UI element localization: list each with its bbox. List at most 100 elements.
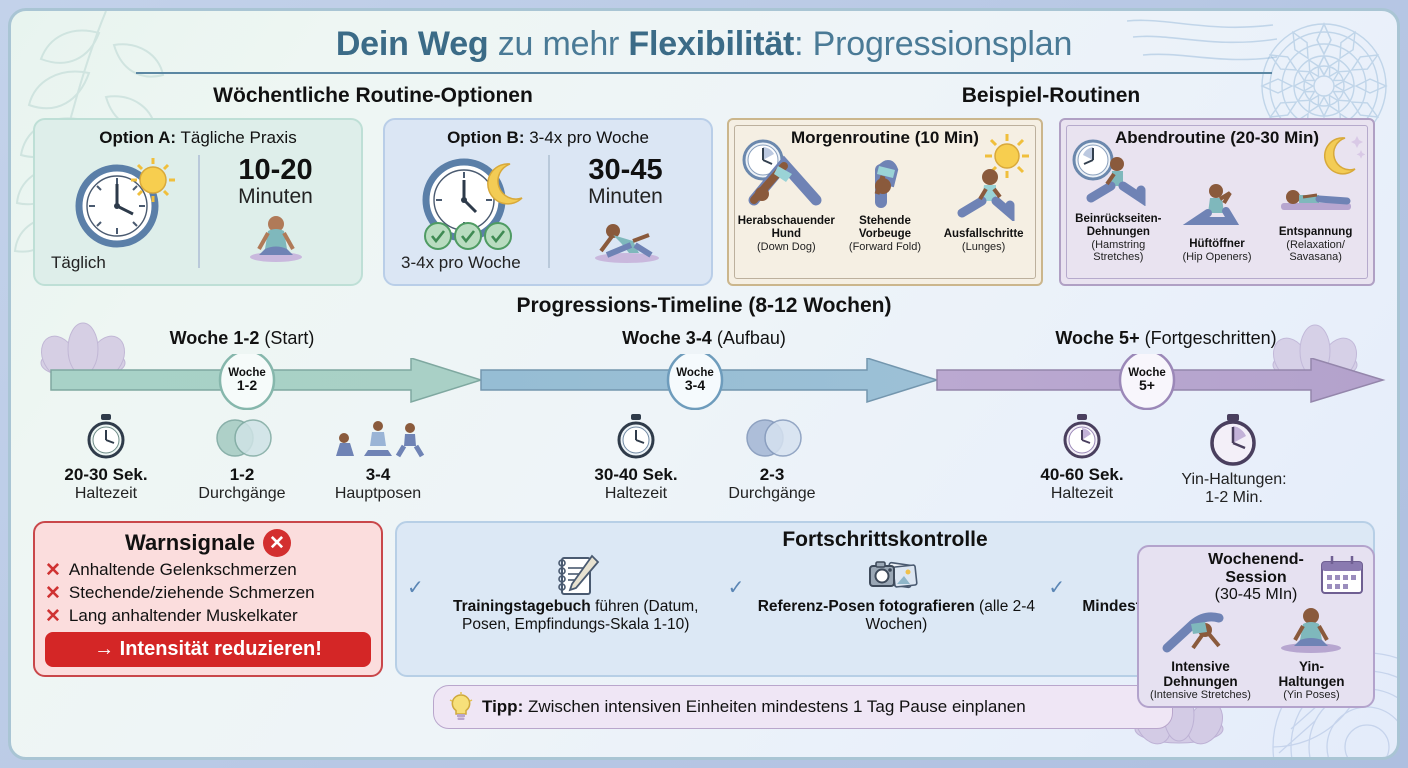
timeline-heading: Progressions-Timeline (8-12 Wochen)	[516, 294, 892, 317]
venn-circles-icon	[216, 419, 272, 457]
stat-label: 1-2 Min.	[1205, 489, 1263, 507]
tip-rest: Zwischen intensiven Einheiten mindestens…	[523, 697, 1026, 716]
stat-label: Durchgänge	[198, 484, 286, 502]
pose-name: Ausfallschritte	[943, 227, 1024, 240]
weekend-pose-en: (Intensive Stretches)	[1150, 689, 1251, 702]
timeline-node-week3-4: Woche 3-4	[666, 354, 724, 410]
option-a-duration-area: 10-20 Minuten	[198, 154, 351, 269]
pose-name: Hüftöffner	[1189, 238, 1245, 251]
forward-fold-pose-icon	[874, 160, 899, 208]
option-a-unit: Minuten	[238, 185, 313, 209]
x-icon: ✕	[45, 582, 61, 604]
pose-name-en: (Lunges)	[961, 240, 1006, 253]
stopwatch-icon	[1063, 414, 1101, 459]
option-b-card[interactable]: Option B: 3-4x pro Woche	[383, 118, 713, 286]
stat-value: 3-4	[365, 465, 391, 484]
title-mid: zu mehr	[488, 25, 629, 63]
timeline-phase-label: Woche 3-4 (Aufbau)	[473, 328, 935, 349]
option-a-card[interactable]: Option A: Tägliche Praxis	[33, 118, 363, 286]
stat-value: 1-2	[229, 465, 255, 484]
option-a-body: Täglich 10-20 Minuten	[45, 150, 351, 273]
page-canvas: Dein Weg zu mehr Flexibilität: Progressi…	[8, 8, 1400, 760]
option-a-label: Option A:	[99, 128, 177, 147]
evening-routine-card[interactable]: Abendroutine (20-30 Min)	[1059, 118, 1375, 286]
svg-text:Woche: Woche	[676, 367, 714, 379]
title-tail: : Progressionsplan	[794, 25, 1073, 63]
down-dog-pose-icon	[748, 155, 822, 206]
progress-check-title: Fortschrittskontrolle	[782, 528, 988, 551]
pose-item: Herabschauender Hund (Down Dog)	[737, 152, 835, 253]
svg-text:5+: 5+	[1139, 377, 1155, 393]
warning-item: ✕ Lang anhaltender Muskelkater	[45, 606, 371, 626]
pose-name: Stehende Vorbeuge	[858, 215, 912, 240]
morning-routine-card[interactable]: Morgenroutine (10 Min)	[727, 118, 1043, 286]
option-b-label: Option B:	[447, 128, 525, 147]
venn-circles-icon	[746, 419, 802, 457]
clock-icon	[1072, 139, 1114, 181]
item-body: Trainingstagebuch führen (Datum, Posen, …	[430, 552, 722, 634]
check-icon: ✓	[407, 577, 424, 599]
progress-check-item[interactable]: ✓	[728, 552, 1043, 634]
x-icon: ✕	[45, 605, 61, 627]
svg-text:3-4: 3-4	[685, 377, 705, 393]
stat-label: Haltezeit	[604, 484, 668, 502]
timeline-labels: Woche 1-2 (Start) Woche 3-4 (Aufbau) Woc…	[11, 328, 1397, 349]
option-a-desc: Tägliche Praxis	[176, 128, 297, 147]
pose-name-en: (Down Dog)	[756, 240, 816, 253]
camera-photos-icon	[750, 552, 1042, 598]
seated-yin-pose-icon	[1281, 608, 1342, 654]
check-icon: ✓	[1048, 577, 1066, 599]
weekend-pose-item: Yin- Haltungen (Yin Poses)	[1258, 604, 1365, 701]
sun-icon	[130, 158, 175, 202]
item-text: Referenz-Posen fotografieren (alle 2-4 W…	[750, 598, 1042, 634]
title-divider	[136, 72, 1272, 74]
item-bold: Referenz-Posen fotografieren	[757, 598, 975, 615]
timeline-phase-label: Woche 1-2 (Start)	[11, 328, 473, 349]
timeline-segment: 40-60 Sek. Haltezeit Yin-Haltungen: 1-2 …	[935, 412, 1397, 508]
pose-name-en: (Relaxation/ Savasana)	[1286, 238, 1345, 264]
option-a-title: Option A: Tägliche Praxis	[45, 128, 351, 148]
phase-title: Woche 1-2	[169, 328, 260, 348]
page-title: Dein Weg zu mehr Flexibilität: Progressi…	[11, 11, 1397, 64]
stat-label: Hauptposen	[334, 484, 422, 502]
progress-check-item[interactable]: ✓	[407, 552, 722, 634]
weekend-poses: Intensive Dehnungen (Intensive Stretches…	[1145, 604, 1367, 701]
reduce-intensity-button[interactable]: → Intensität reduzieren!	[45, 632, 371, 667]
pose-item: Ausfallschritte (Lunges)	[935, 165, 1033, 253]
pose-name: Beinrückseiten-Dehnungen	[1075, 213, 1162, 238]
option-b-frequency: 3-4x pro Woche	[401, 253, 521, 272]
morning-poses: Herabschauender Hund (Down Dog)	[737, 152, 1033, 253]
savasana-pose-icon	[1280, 189, 1351, 210]
weekend-session-card[interactable]: Wochenend- Session (30-45 MIn) Intensive…	[1137, 545, 1375, 708]
warning-title: Warnsignale	[125, 530, 255, 555]
stat-item: 40-60 Sek. Haltezeit	[1023, 412, 1141, 508]
option-a-frequency: Täglich	[51, 253, 106, 272]
weekend-pose-name2: Haltungen	[1278, 674, 1345, 690]
stat-item: 2-3 Durchgänge	[713, 412, 831, 508]
svg-text:1-2: 1-2	[237, 377, 257, 393]
top-row: Wöchentliche Routine-Optionen Option A: …	[11, 74, 1397, 286]
lunge-pose-icon	[957, 168, 1015, 223]
svg-text:Woche: Woche	[1128, 367, 1166, 379]
timeline: Woche 1-2 (Start) Woche 3-4 (Aufbau) Woc…	[11, 320, 1397, 525]
warning-title-row: Warnsignale ✕	[45, 529, 371, 557]
pose-name-en: (Hamstring Stretches)	[1091, 238, 1146, 264]
item-bold: Trainingstagebuch	[452, 598, 591, 615]
stat-label: Durchgänge	[728, 484, 816, 502]
stopwatch-icon	[617, 414, 655, 459]
stopwatch-large-icon	[1210, 414, 1256, 466]
warning-item: ✕ Stechende/ziehende Schmerzen	[45, 583, 371, 603]
frame-border	[734, 125, 1036, 279]
routines-wrapper: Morgenroutine (10 Min)	[727, 118, 1375, 286]
example-routines-heading: Beispiel-Routinen	[961, 84, 1141, 107]
weekly-options-heading: Wöchentliche Routine-Optionen	[213, 84, 533, 107]
option-b-title: Option B: 3-4x pro Woche	[395, 128, 701, 148]
check-icon: ✓	[727, 577, 745, 599]
option-b-duration: 30-45	[588, 153, 663, 186]
timeline-segment: 30-40 Sek. Haltezeit 2-3 Durchgänge	[473, 412, 935, 508]
stat-value: 20-30 Sek.	[64, 465, 148, 484]
three-poses-icon	[336, 421, 425, 458]
weekend-pose-name2: Dehnungen	[1163, 674, 1238, 690]
calendar-icon	[1321, 556, 1363, 594]
stat-value: Yin-Haltungen:	[1181, 471, 1287, 488]
